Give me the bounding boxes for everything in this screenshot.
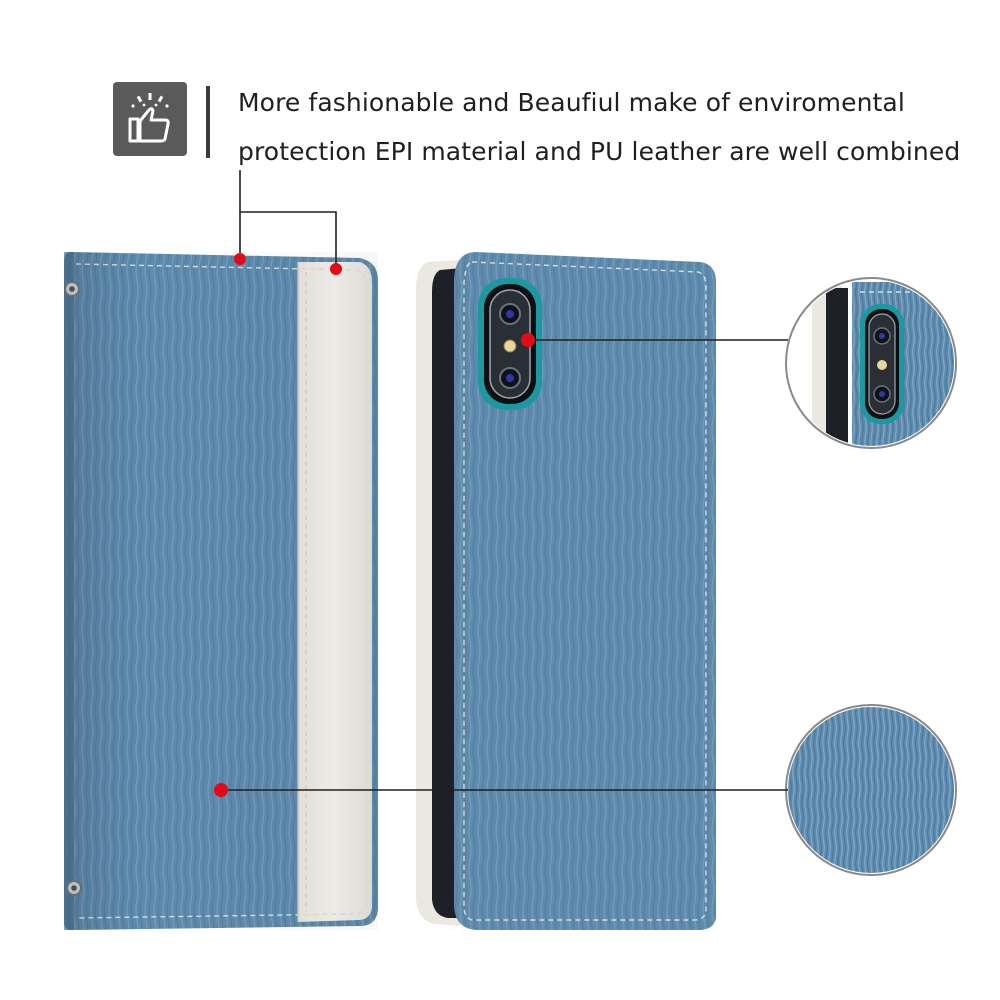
callout-dot-texture [214, 783, 228, 797]
thumbs-up-icon [128, 93, 170, 143]
thumbs-up-badge [113, 82, 187, 156]
camera-detail-magnifier [785, 277, 957, 449]
headline-line-2: protection EPI material and PU leather a… [238, 137, 961, 166]
header-divider [206, 86, 210, 158]
callout-dots [214, 253, 535, 797]
texture-detail-magnifier [785, 704, 957, 876]
callout-dot-pu [330, 263, 342, 275]
case-front-view [64, 252, 378, 930]
case-back-view [416, 252, 716, 930]
callout-dot-camera [521, 333, 535, 347]
headline-line-1: More fashionable and Beaufiul make of en… [238, 88, 905, 117]
callout-lines [222, 170, 788, 791]
headline: More fashionable and Beaufiul make of en… [238, 78, 961, 176]
callout-dot-epi [234, 253, 246, 265]
